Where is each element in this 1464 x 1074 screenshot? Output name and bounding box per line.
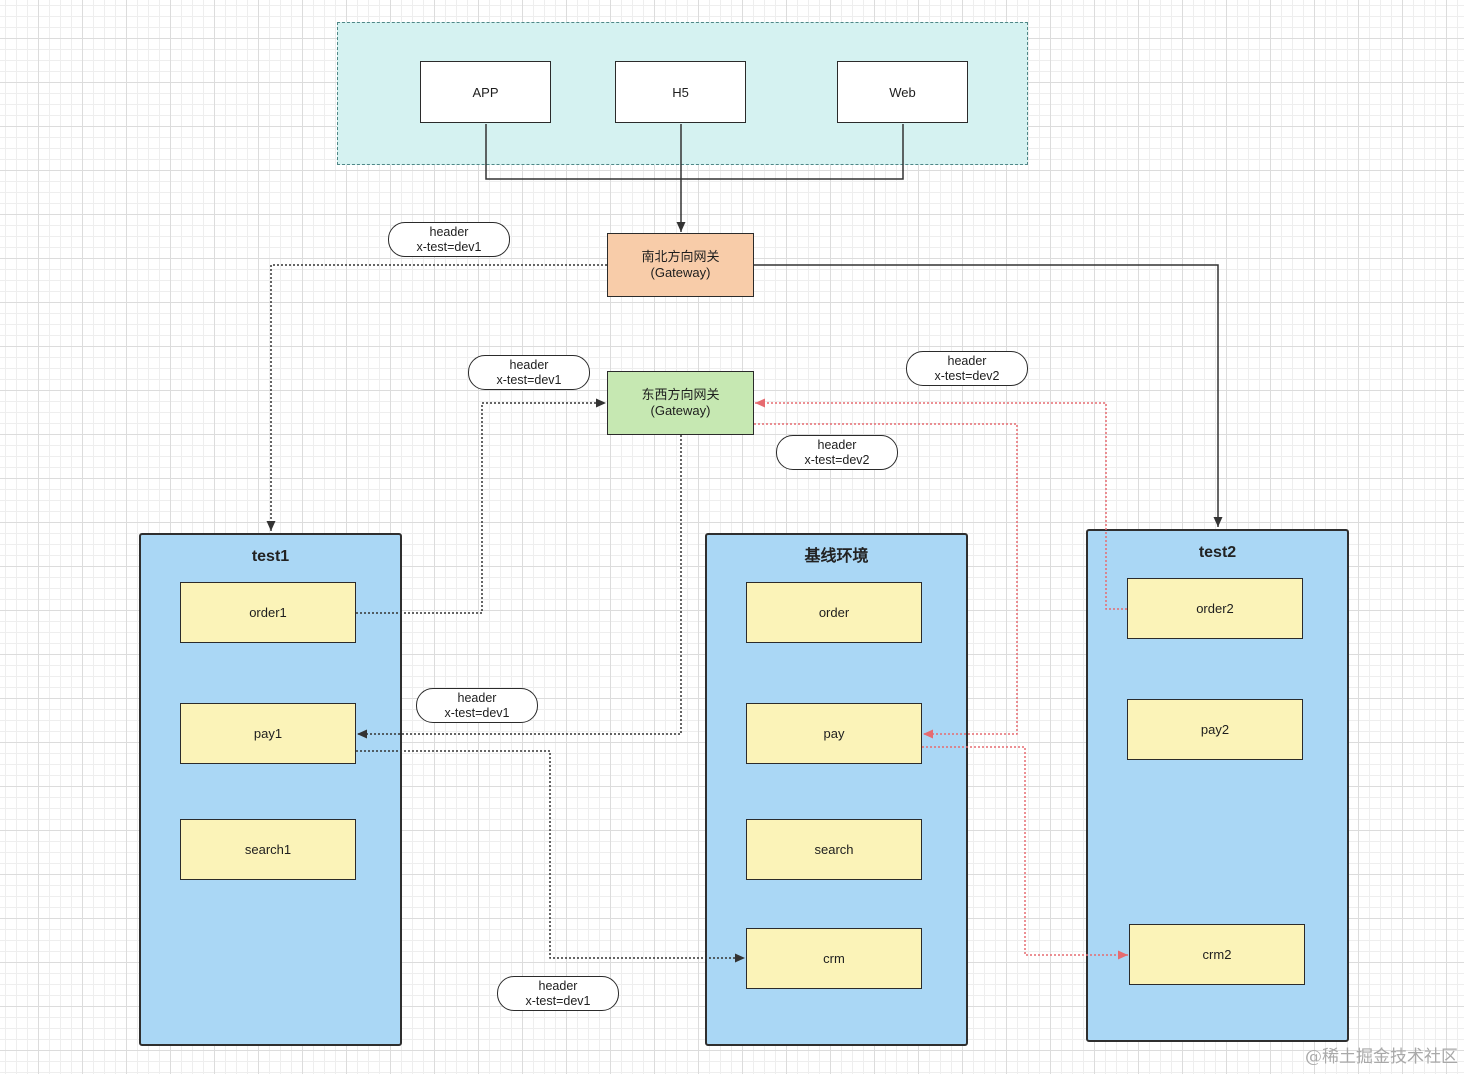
header-label-pill: header x-test=dev1 (416, 688, 538, 723)
header-label-line2: x-test=dev2 (804, 452, 870, 467)
north-south-gateway-name: 南北方向网关 (641, 249, 720, 264)
service-order1: order1 (180, 582, 356, 643)
client-web-label: Web (889, 84, 916, 100)
header-label-pill: header x-test=dev2 (776, 435, 898, 470)
service-label: pay2 (1200, 722, 1230, 737)
edge-north-south-gateway-to-test1 (266, 264, 607, 531)
service-order: order (746, 582, 922, 643)
east-west-gateway-name: 东西方向网关 (641, 387, 720, 402)
header-label-pill: header x-test=dev1 (497, 976, 619, 1011)
client-app-box: APP (420, 61, 551, 123)
service-search1: search1 (180, 819, 356, 880)
environment-title: test1 (251, 548, 290, 565)
service-label: pay (823, 726, 845, 741)
east-west-gateway: 东西方向网关 (Gateway) (607, 371, 754, 435)
service-crm: crm (746, 928, 922, 989)
service-label: order2 (1196, 601, 1234, 616)
service-label: search1 (244, 842, 292, 857)
service-label: search (814, 842, 854, 857)
header-label-line1: header (947, 353, 987, 368)
north-south-gateway: 南北方向网关 (Gateway) (607, 233, 754, 297)
header-label-line2: x-test=dev1 (525, 993, 591, 1008)
header-label-pill: header x-test=dev2 (906, 351, 1028, 386)
header-label-line2: x-test=dev1 (416, 239, 482, 254)
clients-group: APP H5 Web (337, 22, 1028, 165)
client-h5-label: H5 (672, 84, 689, 100)
service-pay: pay (746, 703, 922, 764)
client-app-label: APP (472, 84, 499, 100)
service-crm2: crm2 (1129, 924, 1305, 985)
header-label-pill: header x-test=dev1 (468, 355, 590, 390)
header-label-line1: header (538, 978, 578, 993)
watermark: @稀土掘金技术社区 (1305, 1047, 1458, 1067)
header-label-line2: x-test=dev2 (934, 368, 1000, 383)
service-label: order (818, 605, 850, 620)
header-label-pill: header x-test=dev1 (388, 222, 510, 257)
header-label-line2: x-test=dev1 (496, 372, 562, 387)
environment-test2: test2 order2 pay2 crm2 (1086, 529, 1349, 1042)
service-order2: order2 (1127, 578, 1303, 639)
service-search: search (746, 819, 922, 880)
edge-north-south-gateway-to-test2 (754, 264, 1223, 527)
north-south-gateway-sub: (Gateway) (650, 265, 711, 280)
edge-pay1-to-crm (356, 750, 745, 963)
header-label-line1: header (457, 690, 497, 705)
environment-baseline: 基线环境 order pay search crm (705, 533, 968, 1046)
header-label-line1: header (817, 437, 857, 452)
header-label-line1: header (509, 357, 549, 372)
client-web-box: Web (837, 61, 968, 123)
service-label: crm2 (1202, 947, 1232, 962)
header-label-line1: header (429, 224, 469, 239)
environment-title: 基线环境 (804, 548, 869, 565)
service-pay2: pay2 (1127, 699, 1303, 760)
client-h5-box: H5 (615, 61, 746, 123)
service-label: crm (823, 951, 845, 966)
service-label: pay1 (253, 726, 283, 741)
environment-test1: test1 order1 pay1 search1 (139, 533, 402, 1046)
service-pay1: pay1 (180, 703, 356, 764)
east-west-gateway-sub: (Gateway) (650, 403, 711, 418)
environment-title: test2 (1198, 544, 1237, 561)
service-label: order1 (249, 605, 287, 620)
header-label-line2: x-test=dev1 (444, 705, 510, 720)
